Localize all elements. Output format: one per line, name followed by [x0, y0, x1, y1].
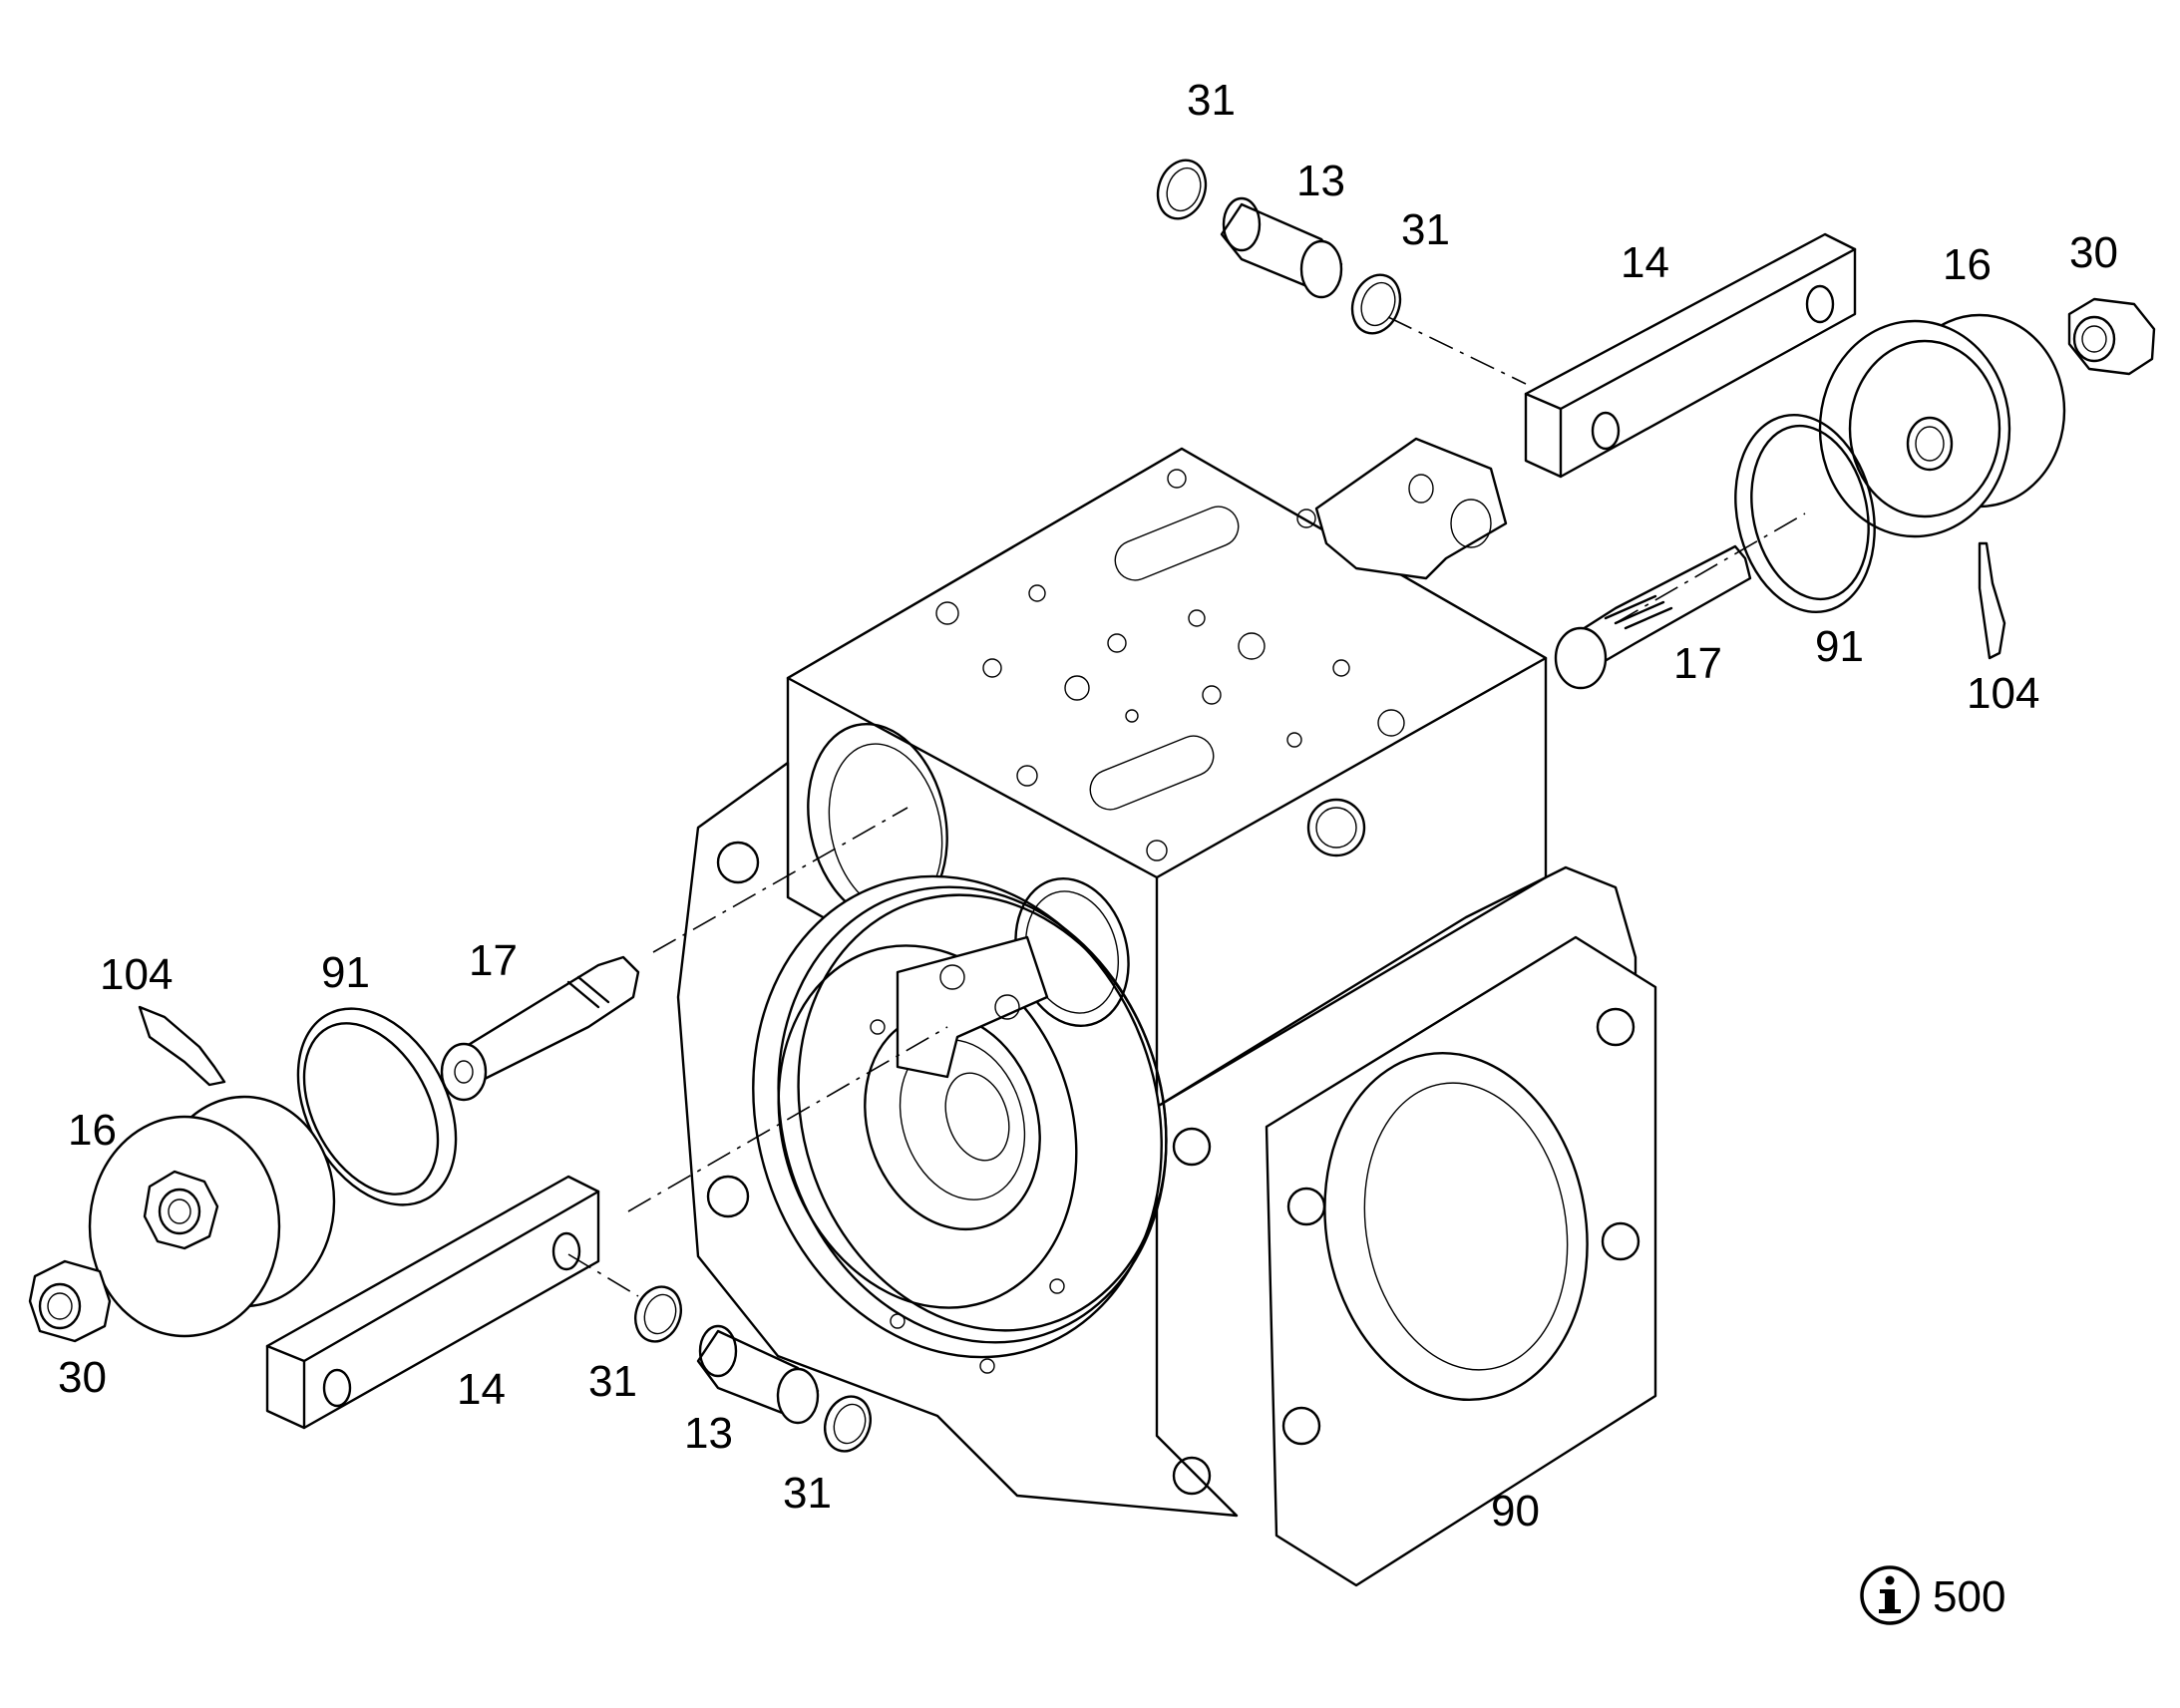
bar-14-bottom	[265, 1175, 600, 1430]
info-ref-number: 500	[1933, 1572, 2005, 1621]
label-14-top: 14	[1621, 238, 1669, 287]
pulley-16-right	[1818, 313, 2066, 538]
label-104-left: 104	[100, 950, 173, 999]
label-16-right: 16	[1943, 240, 1992, 289]
pulley-16-left	[88, 1095, 336, 1338]
info-reference: 500	[1860, 1565, 2005, 1625]
label-30-right: 30	[2069, 228, 2118, 277]
ring-91-right	[1734, 413, 1876, 614]
pump-housing	[676, 437, 1657, 1587]
nut-30-left	[28, 1259, 112, 1343]
bar-14-top	[1524, 232, 1857, 479]
assembly-center-lines	[567, 316, 1806, 1297]
pin-17-right	[1554, 544, 1752, 690]
label-90-housing: 90	[1491, 1487, 1540, 1536]
label-31-top-b: 31	[1401, 205, 1450, 254]
nut-30-right	[2067, 297, 2156, 376]
label-31-bottom-a: 31	[588, 1357, 637, 1406]
tube-104-right	[1978, 541, 2006, 660]
label-91-left: 91	[321, 948, 370, 997]
label-91-right: 91	[1815, 622, 1864, 671]
pin-13-top	[1220, 196, 1343, 299]
label-17-right: 17	[1673, 639, 1722, 688]
label-13-bottom: 13	[684, 1409, 733, 1458]
pin-17-left	[440, 955, 640, 1102]
label-14-bottom: 14	[457, 1365, 506, 1414]
circlip-31-top-b	[1350, 273, 1402, 335]
circlip-31-top-a	[1156, 159, 1208, 220]
circlip-31-bottom-a	[634, 1285, 682, 1343]
label-31-bottom-b: 31	[783, 1469, 832, 1518]
label-104-right: 104	[1967, 669, 2039, 718]
label-30-left: 30	[58, 1353, 107, 1402]
part-labels: 31 13 31 14 16 30 17 91 104 104 91 17 16…	[58, 76, 2118, 1536]
label-16-left: 16	[68, 1106, 117, 1155]
circlip-31-bottom-b	[824, 1395, 872, 1453]
pin-13-bottom	[696, 1324, 820, 1425]
label-17-left: 17	[469, 936, 518, 985]
tube-104-left	[138, 1005, 226, 1087]
info-circle-icon	[1860, 1565, 1920, 1625]
label-13-top: 13	[1296, 157, 1345, 205]
label-31-top-a: 31	[1187, 76, 1236, 125]
